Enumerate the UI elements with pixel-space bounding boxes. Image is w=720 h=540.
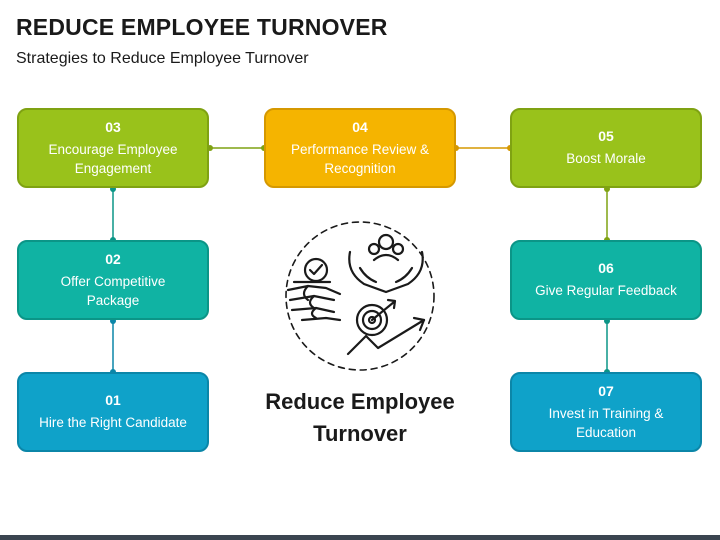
- center-title: Reduce Employee Turnover: [265, 389, 455, 446]
- connector-06-07: [604, 318, 610, 375]
- step-box-02: 02 Offer Competitive Package: [17, 240, 209, 320]
- turnover-illustration: [285, 221, 435, 371]
- connector-03-04: [207, 145, 267, 151]
- step-label: Performance Review & Recognition: [290, 141, 430, 176]
- dashed-circle: [285, 221, 435, 371]
- step-label: Boost Morale: [566, 151, 646, 166]
- connector-02-03: [110, 186, 116, 243]
- team-in-hands-icon: [348, 233, 424, 294]
- step-box-03: 03 Encourage Employee Engagement: [17, 108, 209, 188]
- step-number: 03: [105, 118, 121, 135]
- step-label: Invest in Training & Education: [548, 405, 664, 440]
- step-label: Give Regular Feedback: [535, 283, 677, 298]
- step-box-06: 06 Give Regular Feedback: [510, 240, 702, 320]
- step-box-05: 05 Boost Morale: [510, 108, 702, 188]
- step-box-04: 04 Performance Review & Recognition: [264, 108, 456, 188]
- growth-arrow-icon: [346, 316, 426, 356]
- handshake-icon: [286, 284, 342, 322]
- connector-04-05: [453, 145, 513, 151]
- footer-bar: [0, 535, 720, 540]
- page-subtitle: Strategies to Reduce Employee Turnover: [16, 50, 309, 67]
- step-number: 04: [352, 118, 368, 135]
- target-icon: [355, 298, 397, 337]
- step-label: Hire the Right Candidate: [39, 415, 187, 430]
- connector-01-02: [110, 318, 116, 375]
- step-number: 06: [598, 260, 614, 276]
- step-label: Encourage Employee Engagement: [48, 141, 178, 176]
- step-box-07: 07 Invest in Training & Education: [510, 372, 702, 452]
- connector-05-06: [604, 186, 610, 243]
- step-number: 05: [598, 128, 614, 144]
- page-title: REDUCE EMPLOYEE TURNOVER: [16, 14, 388, 40]
- step-number: 02: [105, 250, 121, 267]
- step-number: 07: [598, 382, 614, 399]
- step-label: Offer Competitive Package: [60, 273, 166, 308]
- step-number: 01: [105, 392, 121, 408]
- checkmark-icon: [292, 257, 332, 284]
- step-box-01: 01 Hire the Right Candidate: [17, 372, 209, 452]
